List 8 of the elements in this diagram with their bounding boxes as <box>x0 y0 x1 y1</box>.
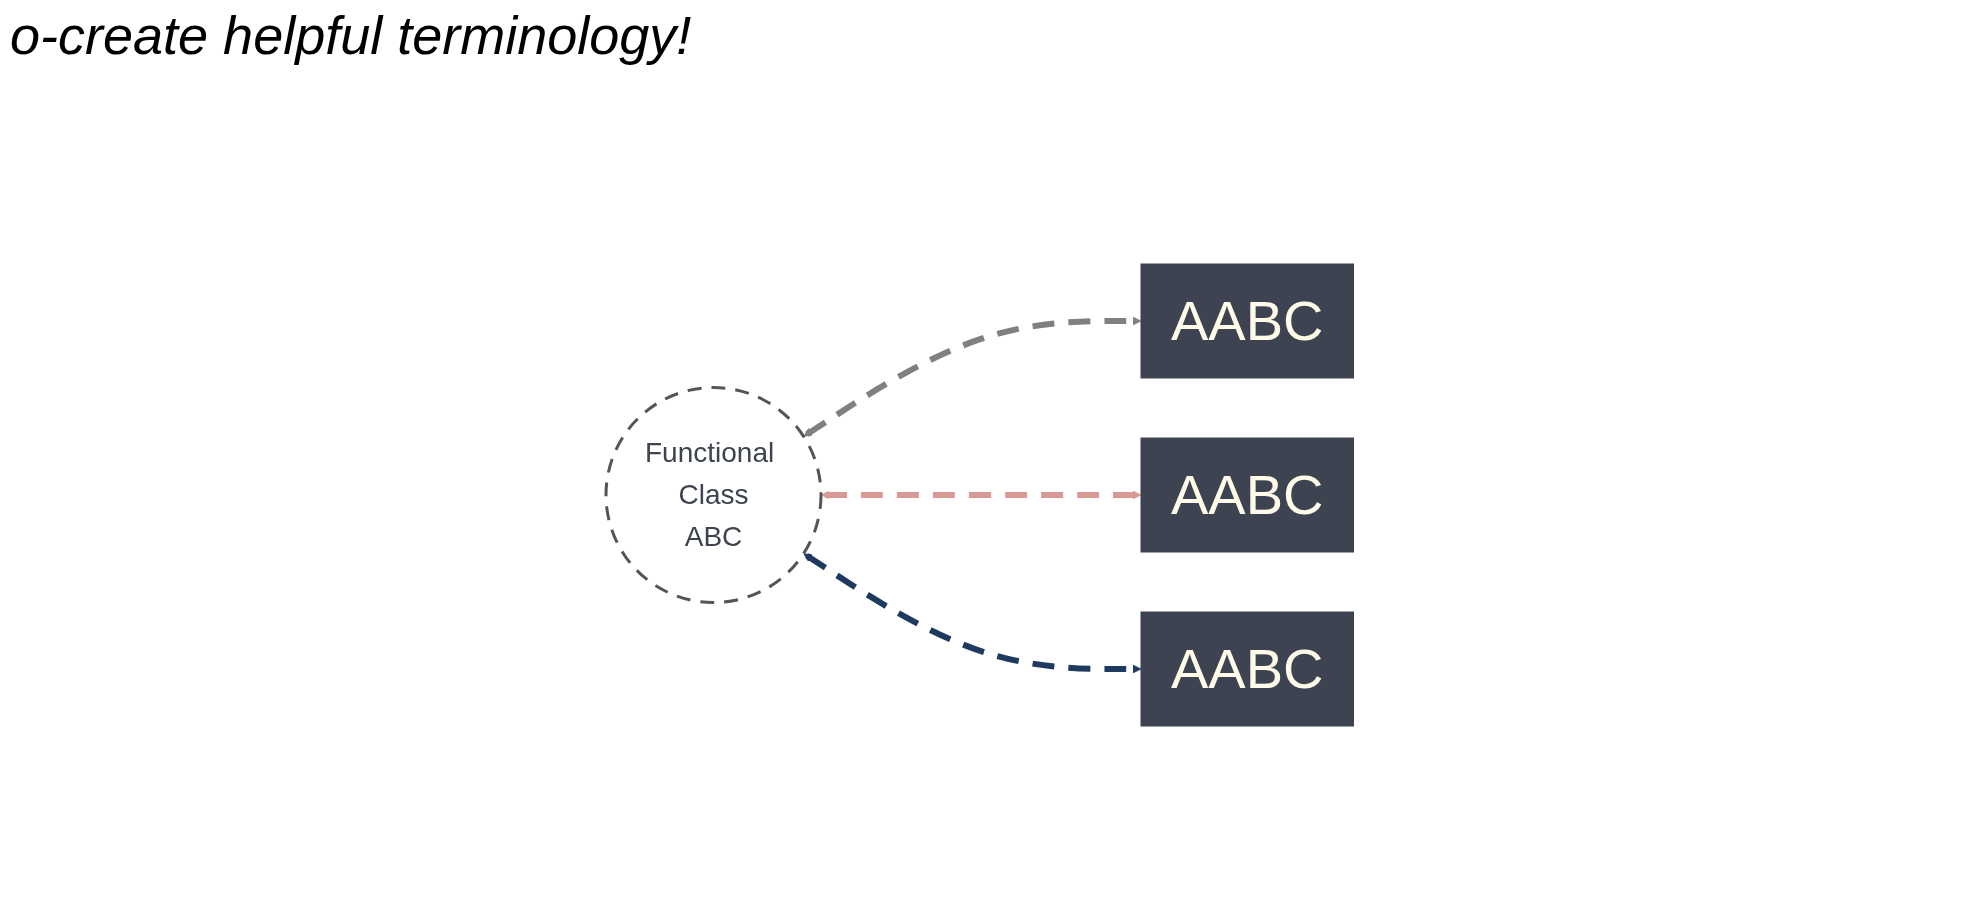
title: o-create helpful terminology! <box>10 4 692 66</box>
arrow <box>803 553 1142 674</box>
arrow <box>821 490 1142 500</box>
node-box: AABC <box>1140 437 1355 553</box>
node-circle: Functional Class ABC <box>604 386 823 604</box>
arrow <box>803 316 1142 437</box>
node-box: AABC <box>1140 263 1355 379</box>
node-box: AABC <box>1140 611 1355 727</box>
